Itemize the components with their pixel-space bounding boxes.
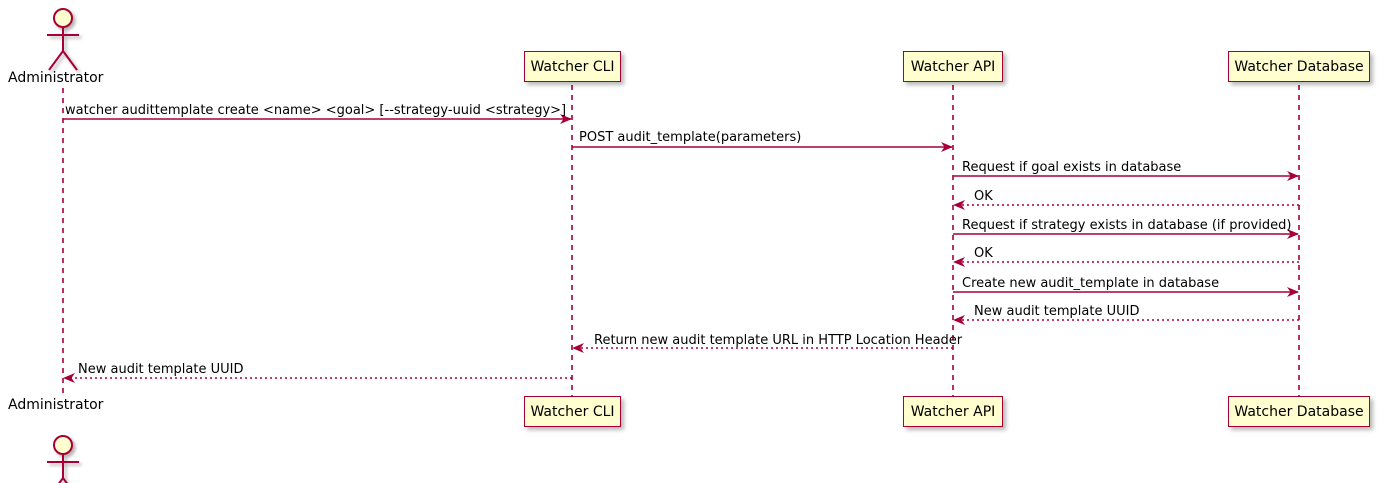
participant-label-watcher-api: Watcher API xyxy=(910,403,996,420)
message-label-3: Request if goal exists in database xyxy=(962,160,1182,175)
participant-box-watcher-cli-top[interactable]: Watcher CLI xyxy=(524,51,621,82)
message-label-5: Request if strategy exists in database (… xyxy=(962,218,1292,233)
actor-figures-group xyxy=(47,8,79,483)
message-label-2: POST audit_template(parameters) xyxy=(579,130,802,145)
actor-label-administrator-top: Administrator xyxy=(8,70,104,86)
message-label-4: OK xyxy=(974,189,993,204)
participant-box-watcher-database-bottom[interactable]: Watcher Database xyxy=(1228,396,1370,427)
participant-label-watcher-cli: Watcher CLI xyxy=(530,58,615,75)
participant-label-watcher-database: Watcher Database xyxy=(1234,403,1364,420)
message-label-7: Create new audit_template in database xyxy=(962,276,1220,291)
message-arrows-group xyxy=(63,114,1299,383)
message-label-8: New audit template UUID xyxy=(974,304,1140,319)
participant-label-watcher-cli: Watcher CLI xyxy=(530,403,615,420)
participant-label-watcher-api: Watcher API xyxy=(910,58,996,75)
participant-box-watcher-database-top[interactable]: Watcher Database xyxy=(1228,51,1370,82)
participant-box-watcher-api-top[interactable]: Watcher API xyxy=(903,51,1003,82)
participant-box-watcher-cli-bottom[interactable]: Watcher CLI xyxy=(524,396,621,427)
message-label-10: New audit template UUID xyxy=(78,362,244,377)
actor-label-administrator-bottom: Administrator xyxy=(8,397,104,413)
lifelines-group xyxy=(62,85,1300,396)
message-label-9: Return new audit template URL in HTTP Lo… xyxy=(594,333,963,348)
participant-label-watcher-database: Watcher Database xyxy=(1234,58,1364,75)
message-label-6: OK xyxy=(974,246,993,261)
participant-box-watcher-api-bottom[interactable]: Watcher API xyxy=(903,396,1003,427)
message-label-1: watcher audittemplate create <name> <goa… xyxy=(65,103,567,118)
actor-figure-administrator-bottom xyxy=(47,435,79,483)
actor-figure-administrator-top xyxy=(47,8,79,71)
